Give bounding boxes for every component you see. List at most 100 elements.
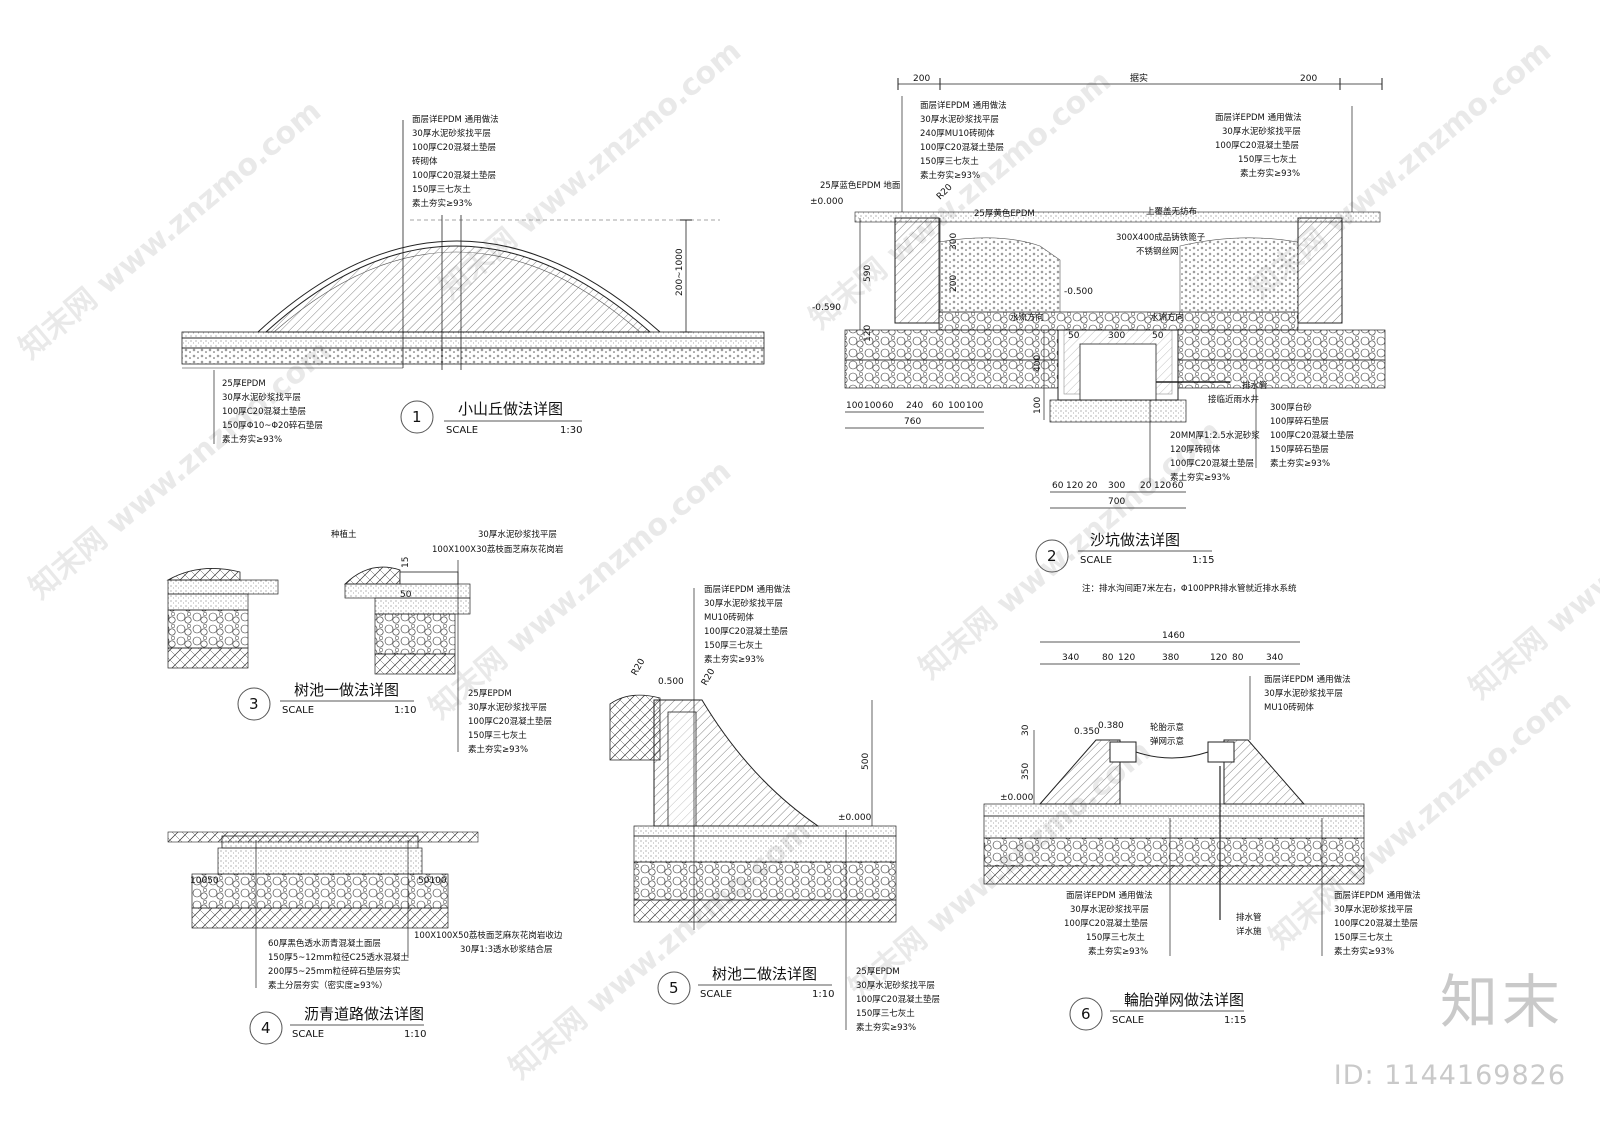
d2-label-1: 25厚蓝色EPDM 地面 (820, 180, 901, 191)
d6-scale: 1:15 (1224, 1015, 1246, 1026)
d6-td-2: 80 (1102, 653, 1114, 663)
d1-callout-bot-1: 25厚EPDM (222, 379, 266, 389)
d5-level-2: ±0.000 (838, 813, 872, 823)
d2-label-2: 25厚黄色EPDM (974, 208, 1035, 219)
d2-cbr-1: 300厚台砂 (1270, 402, 1312, 413)
d6-dim-1: 30 (1021, 724, 1031, 736)
d6-cbl-5: 素土夯实≥93% (1088, 946, 1148, 957)
detail-3-tree-pit-1: 种植土 30厚水泥砂浆找平层 100X100X30荔枝面芝麻灰花岗岩 15 50… (166, 529, 564, 755)
d2-bc-5: 20 (1140, 481, 1152, 491)
d1-scale: 1:30 (560, 425, 582, 436)
d3-dim-1: 15 (401, 557, 411, 568)
d6-td-3: 120 (1118, 653, 1135, 663)
d6-level-1: 0.350 (1074, 727, 1100, 737)
d2-label-6: 水流方向 (1010, 312, 1044, 323)
d2-top-dim-1: 200 (913, 74, 930, 84)
d2-bl-total: 760 (904, 417, 921, 427)
d4-dim-right: 50100 (418, 876, 447, 886)
d6-td-5: 120 (1210, 653, 1227, 663)
watermark-text: 知末网 www.znzmo.com (1463, 434, 1600, 707)
d6-td-6: 80 (1232, 653, 1244, 663)
d3-callout-2: 30厚水泥砂浆找平层 (468, 702, 547, 713)
d1-number: 1 (412, 408, 422, 426)
d2-vdim-3: 300 (949, 233, 959, 250)
d6-td-1: 340 (1062, 653, 1079, 663)
d1-callout-bot-3: 100厚C20混凝土垫层 (222, 406, 306, 417)
d2-bc-total: 700 (1108, 497, 1125, 507)
d6-label-2: 弹网示意 (1150, 736, 1184, 747)
d2-vdim-4: 200 (949, 275, 959, 292)
d2-bc-1: 60 (1052, 481, 1064, 491)
d6-td-4: 380 (1162, 653, 1179, 663)
d5-ct-5: 150厚三七灰土 (704, 640, 763, 651)
d2-label-4: 300X400成品铸铁篦子 (1116, 232, 1206, 243)
d3-label-2: 30厚水泥砂浆找平层 (478, 529, 557, 540)
d2-title: 沙坑做法详图 (1090, 531, 1180, 549)
d2-callout-l-4: 100厚C20混凝土垫层 (920, 142, 1004, 153)
d6-dim-2: 350 (1021, 763, 1031, 780)
d2-bl-5: 60 (932, 401, 944, 411)
d4-cr-2: 30厚1:3透水砂浆结合层 (460, 944, 553, 955)
d6-scale-label: SCALE (1112, 1015, 1144, 1026)
d2-level-3: -0.500 (1064, 287, 1093, 297)
d6-cbl-1: 面层详EPDM 通用做法 (1066, 890, 1153, 901)
d2-bl-1: 100 (846, 401, 863, 411)
d2-callout-r-1: 面层详EPDM 通用做法 (1215, 112, 1302, 123)
d2-label-5: 不锈钢丝网 (1136, 246, 1179, 257)
d3-callout-1: 25厚EPDM (468, 689, 512, 699)
d1-callout-top-3: 100厚C20混凝土垫层 (412, 142, 496, 153)
d2-vdim-6: 100 (1033, 397, 1043, 414)
d6-level-2: 0.380 (1098, 721, 1124, 731)
d5-scale-label: SCALE (700, 989, 732, 1000)
d2-level-2: -0.590 (812, 303, 841, 313)
d3-label-3: 100X100X30荔枝面芝麻灰花岗岩 (432, 544, 564, 555)
d4-cl-2: 150厚5~12mm粒径C25透水混凝土 (268, 952, 409, 963)
d1-dim: 200~1000 (675, 248, 685, 296)
d2-cb-1: 20MM厚1:2.5水泥砂浆 (1170, 430, 1260, 441)
d5-ct-1: 面层详EPDM 通用做法 (704, 584, 791, 595)
d1-callout-top-1: 面层详EPDM 通用做法 (412, 114, 499, 125)
d2-cbr-4: 150厚碎石垫层 (1270, 444, 1329, 455)
d2-cbr-2: 100厚碎石垫层 (1270, 416, 1329, 427)
d5-radius-right: R20 (700, 667, 718, 688)
d3-scale: 1:10 (394, 705, 416, 716)
d5-cb-2: 30厚水泥砂浆找平层 (856, 980, 935, 991)
d2-label-9: 接临近雨水井 (1208, 394, 1259, 405)
d6-title: 輪胎弹网做法详图 (1124, 991, 1244, 1009)
d2-cbr-3: 100厚C20混凝土垫层 (1270, 430, 1354, 441)
d6-cbl-4: 150厚三七灰土 (1086, 932, 1145, 943)
d2-scale: 1:15 (1192, 555, 1214, 566)
d2-bc-3: 20 (1086, 481, 1098, 491)
d4-cr-1: 100X100X50荔枝面芝麻灰花岗岩收边 (414, 930, 563, 941)
d6-label-4: 详水施 (1236, 926, 1262, 937)
d4-scale: 1:10 (404, 1029, 426, 1040)
watermark-text: 知末网 www.znzmo.com (23, 334, 338, 607)
d2-cb-2: 120厚砖砌体 (1170, 444, 1221, 455)
d5-dim: 500 (861, 753, 871, 770)
d2-mid-1: 50 (1068, 331, 1080, 341)
d5-radius-left: R20 (630, 657, 648, 678)
d2-bc-4: 300 (1108, 481, 1125, 491)
d2-number: 2 (1047, 547, 1057, 565)
d5-cb-5: 素土夯实≥93% (856, 1022, 916, 1033)
d1-callout-bot-5: 素土夯实≥93% (222, 434, 282, 445)
d2-callout-r-2: 30厚水泥砂浆找平层 (1222, 126, 1301, 137)
d2-level-1: ±0.000 (810, 197, 844, 207)
d3-callout-3: 100厚C20混凝土垫层 (468, 716, 552, 727)
d1-callout-bot-4: 150厚Φ10~Φ20碎石垫层 (222, 420, 323, 431)
d1-callout-bot-2: 30厚水泥砂浆找平层 (222, 392, 301, 403)
d2-callout-r-5: 素土夯实≥93% (1240, 168, 1300, 179)
d6-label-1: 轮胎示意 (1150, 722, 1184, 733)
d6-ct-3: MU10砖砌体 (1264, 702, 1314, 713)
d2-callout-l-5: 150厚三七灰土 (920, 156, 979, 167)
d1-callout-top-6: 150厚三七灰土 (412, 184, 471, 195)
d5-ct-2: 30厚水泥砂浆找平层 (704, 598, 783, 609)
d1-callout-top-2: 30厚水泥砂浆找平层 (412, 128, 491, 139)
d6-cbl-2: 30厚水泥砂浆找平层 (1070, 904, 1149, 915)
d2-bc-6: 120 (1154, 481, 1171, 491)
d6-label-3: 排水管 (1236, 912, 1262, 923)
d6-level-3: ±0.000 (1000, 793, 1034, 803)
d5-title: 树池二做法详图 (712, 965, 817, 983)
d2-vdim-1: 590 (863, 265, 873, 282)
d3-callout-5: 素土夯实≥93% (468, 744, 528, 755)
